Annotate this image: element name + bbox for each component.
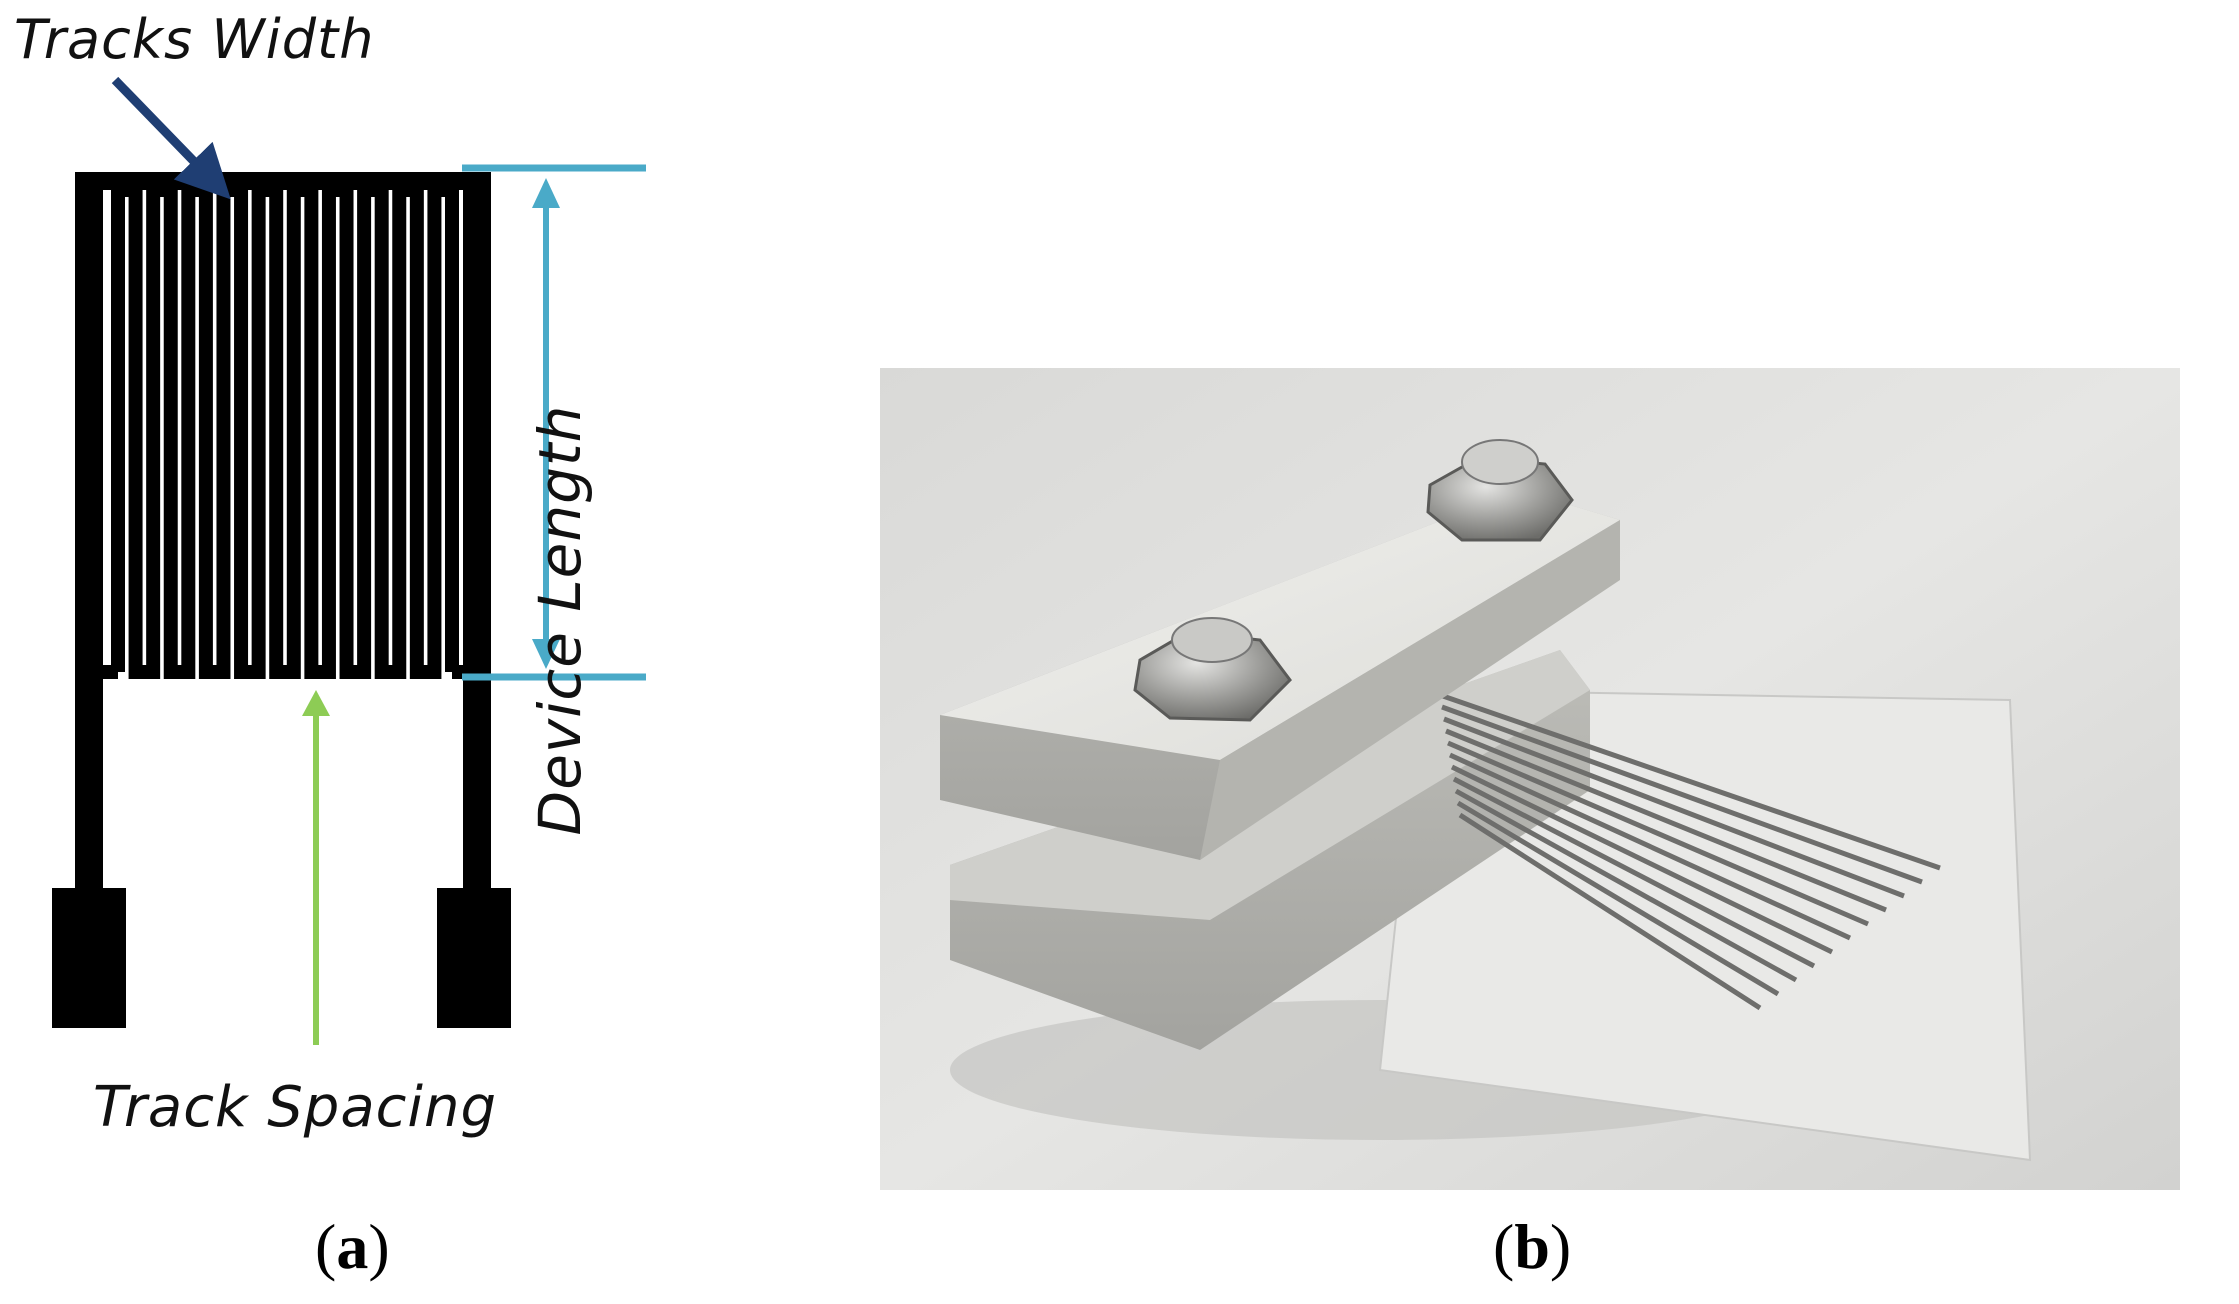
photo-track <box>1458 812 1762 1011</box>
nut-left <box>1133 617 1292 722</box>
meander-track <box>111 183 459 679</box>
device-length-label: Device Length <box>526 404 594 836</box>
track-spacing-arrow <box>302 690 330 1045</box>
device-length-marker <box>462 164 646 681</box>
sensor-photo <box>880 368 2180 1190</box>
photo-track <box>1439 692 1941 871</box>
caption-b-letter: b <box>1514 1211 1550 1282</box>
meander-tracks <box>103 183 463 679</box>
photo-electrode-tracks <box>1439 692 1941 1011</box>
nut-right <box>1426 439 1574 542</box>
caption-a-letter: a <box>336 1211 369 1282</box>
photo-track <box>1452 776 1816 969</box>
photo-track <box>1448 752 1852 941</box>
photo-track <box>1456 800 1780 997</box>
caption-b: (b) <box>1493 1211 1572 1282</box>
tracks-width-label: Tracks Width <box>14 8 375 71</box>
track-spacing-label: Track Spacing <box>93 1075 498 1140</box>
photo-track <box>1441 704 1923 885</box>
photo-track <box>1450 764 1834 955</box>
photo-track <box>1454 788 1798 983</box>
photo-track <box>1443 716 1905 899</box>
photo-track <box>1447 740 1869 927</box>
caption-a: (a) <box>315 1211 390 1282</box>
photo-track <box>1445 728 1887 913</box>
tracks-width-arrow <box>111 76 231 200</box>
